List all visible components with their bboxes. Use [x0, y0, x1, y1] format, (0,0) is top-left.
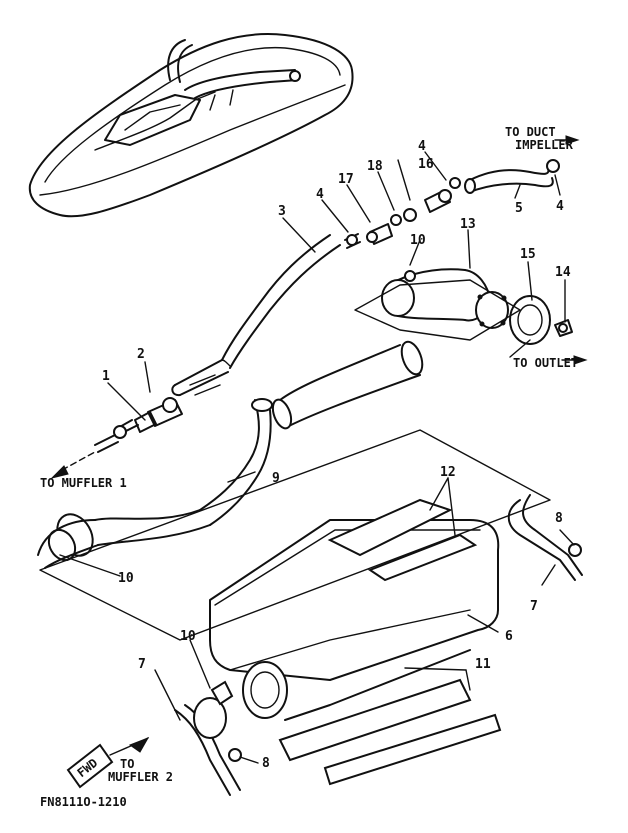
hose-upper-segment: [189, 340, 424, 430]
callout-15: 15: [520, 247, 536, 262]
strap-7-left: [174, 680, 242, 796]
callout-4a: 4: [316, 187, 324, 202]
callout-2: 2: [137, 347, 145, 362]
callout-5: 5: [515, 201, 523, 216]
callout-7a: 7: [530, 599, 538, 614]
callout-17: 17: [338, 172, 354, 187]
callout-18: 18: [367, 159, 383, 174]
fitting-icon: [289, 70, 301, 82]
callout-10c: 10: [180, 629, 196, 644]
callout-9: 9: [272, 471, 280, 486]
direction-arrows: [554, 135, 588, 365]
callout-10b: 10: [118, 571, 134, 586]
hose-5: [464, 159, 560, 194]
callout-3: 3: [278, 204, 286, 219]
muffler-6: [209, 498, 500, 721]
label-to-muffler-1: TO MUFFLER 1: [40, 476, 127, 490]
label-impeller: IMPELLER: [515, 138, 574, 152]
label-muffler-2: MUFFLER 2: [108, 770, 173, 784]
direction-labels: TO DUCT IMPELLER TO OUTLET TO MUFFLER 1 …: [40, 125, 578, 809]
strips-11-12: [278, 678, 502, 786]
fitting-1-2: [50, 397, 183, 479]
base-plate: [39, 429, 551, 641]
elbow-13: [354, 268, 521, 341]
fwd-arrow-icon: [66, 743, 114, 789]
callout-4c: 4: [556, 199, 564, 214]
label-to-outlet: TO OUTLET: [513, 356, 578, 370]
callout-8b: 8: [262, 756, 270, 771]
callout-11: 11: [475, 657, 491, 672]
callout-numbers: 1 2 3 4 4 4 5 6 7 7 8 8 9 10 10 10 11 12…: [102, 139, 571, 771]
strap-7-right: [507, 494, 583, 581]
callout-1: 1: [102, 369, 110, 384]
callout-14: 14: [555, 265, 571, 280]
callout-12: 12: [440, 465, 456, 480]
figure-code: FN8111O-1210: [40, 795, 127, 809]
callout-10a: 10: [410, 233, 426, 248]
callout-7b: 7: [138, 657, 146, 672]
callout-6: 6: [505, 629, 513, 644]
callout-4b: 4: [418, 139, 426, 154]
hose-3: [171, 234, 341, 397]
label-to-duct: TO DUCT: [505, 125, 556, 139]
label-to: TO: [120, 757, 134, 771]
callout-16: 16: [418, 157, 434, 172]
callout-13: 13: [460, 217, 476, 232]
fittings-16-17-18: [344, 177, 461, 249]
gasket-15: [509, 295, 573, 345]
leader-lines: [59, 151, 575, 764]
hose-9: [37, 398, 273, 569]
callout-8a: 8: [555, 511, 563, 526]
watercraft-illustration: [28, 33, 354, 218]
